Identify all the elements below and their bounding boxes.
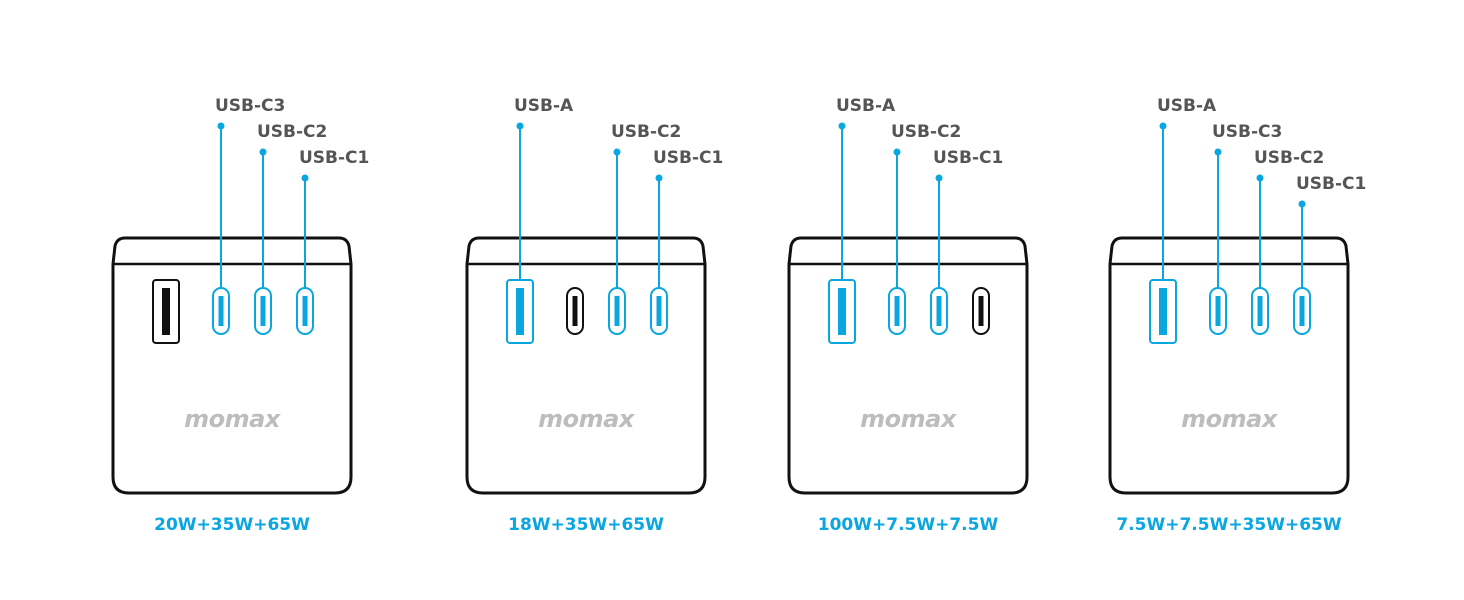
port-label: USB-C1: [653, 148, 723, 168]
port-callout-dot: [1159, 122, 1167, 130]
usb-a-port-tongue: [162, 288, 170, 335]
usb-a-port-tongue: [516, 288, 524, 335]
power-output-label: 100W+7.5W+7.5W: [818, 515, 999, 535]
usb-c-port-tongue: [614, 296, 620, 326]
port-label: USB-C1: [299, 148, 369, 168]
charger-body: [787, 236, 1029, 495]
port-label: USB-C3: [1212, 122, 1282, 142]
port-label: USB-A: [514, 96, 574, 116]
usb-a-port-tongue: [1159, 288, 1167, 335]
charger-body: [111, 236, 353, 495]
momax-logo: momax: [1181, 405, 1279, 433]
usb-c-port-tongue: [978, 296, 984, 326]
port-label: USB-C2: [257, 122, 327, 142]
power-output-label: 7.5W+7.5W+35W+65W: [1116, 515, 1342, 535]
port-callout-dot: [259, 148, 267, 156]
port-label: USB-C2: [891, 122, 961, 142]
usb-c-port-tongue: [1215, 296, 1221, 326]
power-output-label: 20W+35W+65W: [154, 515, 310, 535]
usb-c-port-tongue: [656, 296, 662, 326]
port-callout-dot: [613, 148, 621, 156]
charger-body: [465, 236, 707, 495]
momax-logo: momax: [538, 405, 636, 433]
port-callout-dot: [838, 122, 846, 130]
port-callout-dot: [516, 122, 524, 130]
charger-panel: momax 7.5W+7.5W+35W+65W USB-A USB-C3USB-C2U…: [1108, 96, 1366, 535]
charger-body: [1108, 236, 1350, 495]
port-callout-dot: [1256, 174, 1264, 182]
port-label: USB-C1: [933, 148, 1003, 168]
port-label: USB-C2: [611, 122, 681, 142]
port-callout-dot: [893, 148, 901, 156]
power-output-label: 18W+35W+65W: [508, 515, 664, 535]
port-label: USB-C2: [1254, 148, 1324, 168]
port-callout-dot: [1298, 200, 1306, 208]
port-label: USB-A: [836, 96, 896, 116]
usb-a-port-tongue: [838, 288, 846, 335]
usb-c-port-tongue: [894, 296, 900, 326]
port-label: USB-C3: [215, 96, 285, 116]
usb-c-port-tongue: [1299, 296, 1305, 326]
port-callout-dot: [217, 122, 225, 130]
momax-logo: momax: [184, 405, 282, 433]
port-label: USB-C1: [1296, 174, 1366, 194]
usb-c-port-tongue: [302, 296, 308, 326]
usb-c-port-tongue: [936, 296, 942, 326]
port-callout-dot: [935, 174, 943, 182]
port-callout-dot: [1214, 148, 1222, 156]
port-callout-dot: [655, 174, 663, 182]
usb-c-port-tongue: [1257, 296, 1263, 326]
port-callout-dot: [301, 174, 309, 182]
usb-c-port-tongue: [572, 296, 578, 326]
momax-logo: momax: [860, 405, 958, 433]
port-label: USB-A: [1157, 96, 1217, 116]
usb-c-port-tongue: [260, 296, 266, 326]
usb-c-port-tongue: [218, 296, 224, 326]
